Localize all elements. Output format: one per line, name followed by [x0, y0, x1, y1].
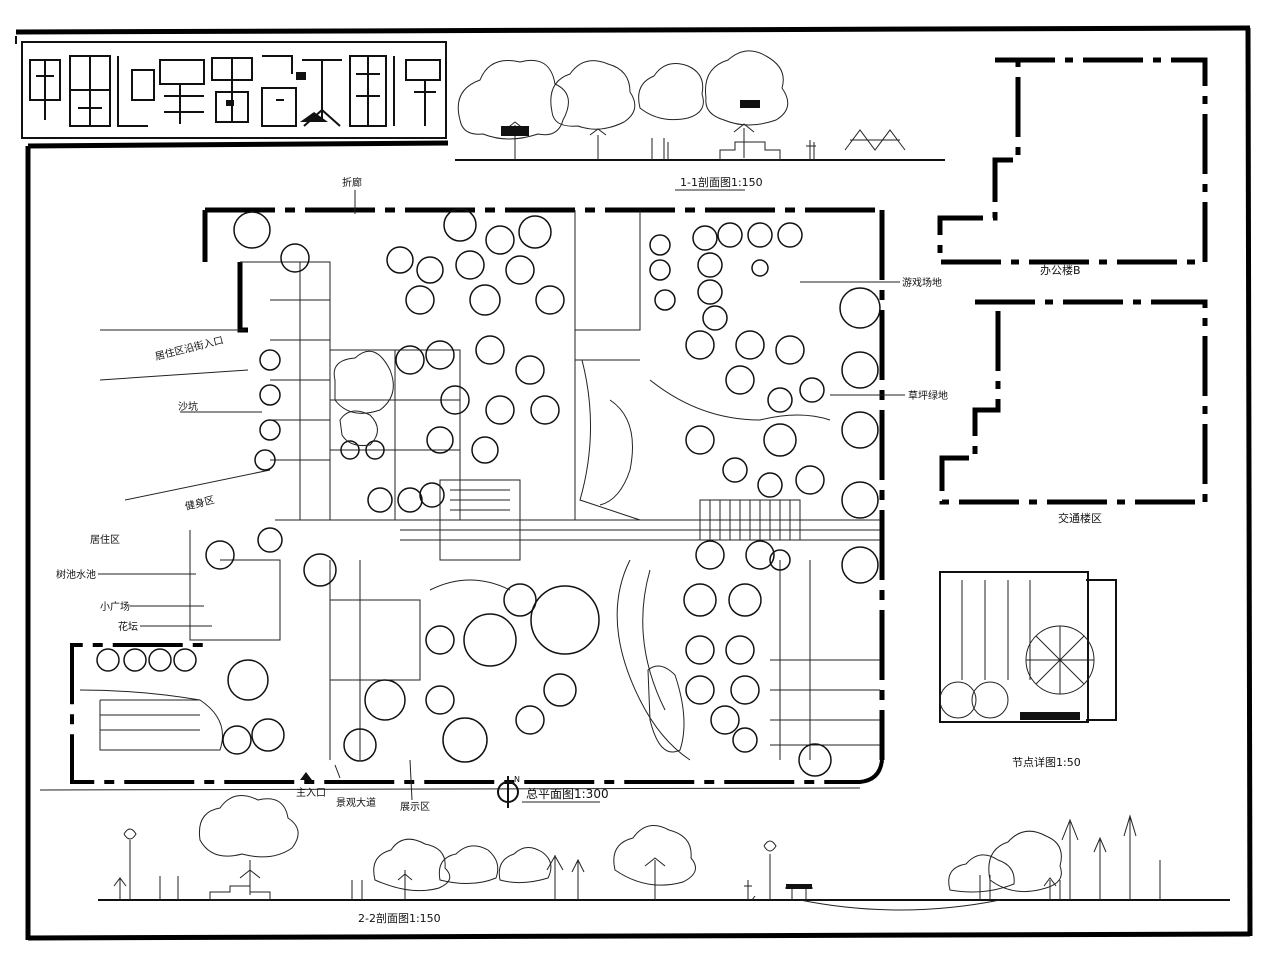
- plan-title: 总平面图1:300: [526, 787, 609, 801]
- building-c-label: 交通楼区: [1058, 511, 1102, 525]
- plan-label-texts: 折廊 居住区沿街入口 沙坑 健身区 居住区 树池水池 小广场 花坛 主入口 景观…: [56, 176, 948, 813]
- label-flower-bed: 花坛: [118, 620, 138, 633]
- label-small-square: 小广场: [100, 600, 130, 613]
- node-detail-title: 节点详图1:50: [1012, 755, 1081, 769]
- label-lawn: 草坪绿地: [908, 389, 948, 402]
- sheet-frame: [15, 25, 1253, 941]
- title-block-lettering: [21, 41, 447, 139]
- label-landscape-avenue: 景观大道: [336, 796, 376, 809]
- building-c-outline: [939, 299, 1208, 505]
- label-residential-entrance: 居住区沿街入口: [154, 333, 225, 363]
- main-entrance-marker: [300, 772, 312, 780]
- label-display-zone: 展示区: [400, 801, 430, 813]
- label-living-zone: 居住区: [90, 533, 120, 546]
- section-2-2-title: 2-2剖面图1:150: [358, 911, 441, 925]
- building-b-outline: [937, 57, 1208, 265]
- label-tree-pond: 树池水池: [56, 568, 96, 581]
- label-play-area: 游戏场地: [902, 276, 942, 289]
- node-detail-drawing: [939, 571, 1117, 723]
- north-arrow-label: N: [514, 775, 520, 784]
- label-main-entrance: 主入口: [296, 787, 326, 799]
- plan-trees: [96, 208, 881, 777]
- label-fitness: 健身区: [184, 493, 216, 513]
- section-1-1-title: 1-1剖面图1:150: [680, 175, 763, 189]
- section-1-1-elevation: 1-1剖面图1:150: [455, 50, 945, 191]
- building-b-label: 办公楼B: [1040, 263, 1081, 277]
- plan-paving-grid: [79, 210, 880, 761]
- plan-leaders: [98, 190, 905, 801]
- plan-planting-beds: [333, 350, 685, 753]
- label-gallery: 折廊: [342, 176, 362, 189]
- section-2-2-elevation: 2-2剖面图1:150: [98, 795, 1230, 925]
- north-arrow: N: [497, 775, 520, 808]
- label-sandpit: 沙坑: [178, 400, 198, 413]
